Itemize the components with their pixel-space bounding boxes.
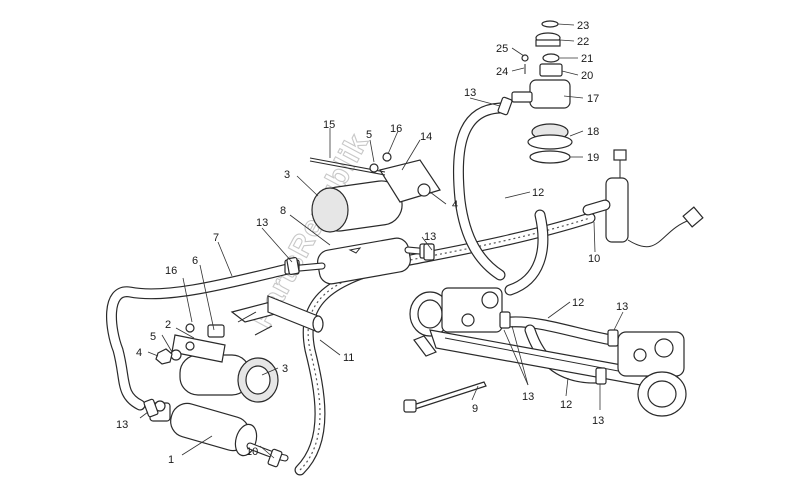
fuel-connector — [582, 149, 704, 248]
callout-2: 2 — [165, 319, 171, 331]
callout-21: 21 — [581, 53, 593, 65]
callout-labels: 1 2 3 3 4 4 5 5 6 7 8 9 10 10 11 12 12 1… — [116, 20, 628, 466]
callout-17: 17 — [587, 93, 599, 105]
callout-13-regulator: 13 — [464, 87, 476, 99]
callout-10-lower: 10 — [246, 446, 258, 458]
upper-filter-assembly — [309, 152, 441, 233]
callout-13-pump: 13 — [116, 419, 128, 431]
callout-3-lower: 3 — [282, 363, 288, 375]
hose-11 — [294, 212, 596, 476]
pressure-regulator — [511, 20, 573, 164]
hose-7 — [106, 262, 298, 411]
callout-13-rail-mid: 13 — [522, 391, 534, 403]
callout-1: 1 — [168, 454, 174, 466]
callout-3-upper: 3 — [284, 169, 290, 181]
leader-lines — [139, 23, 624, 459]
callout-18: 18 — [587, 126, 599, 138]
callout-5-lower: 5 — [150, 331, 156, 343]
callout-13-rail-right: 13 — [616, 301, 628, 313]
callout-11: 11 — [343, 352, 354, 364]
callout-14: 14 — [420, 131, 432, 143]
callout-22: 22 — [577, 36, 589, 48]
callout-12-low: 12 — [560, 399, 572, 411]
callout-24: 24 — [496, 66, 508, 78]
callout-7: 7 — [213, 232, 219, 244]
throttle-body-right — [617, 331, 687, 417]
cable-tie — [403, 381, 487, 413]
throttle-body-left — [409, 287, 503, 357]
callout-12-mid: 12 — [572, 297, 584, 309]
callout-5-upper: 5 — [366, 129, 372, 141]
callout-25: 25 — [496, 43, 508, 55]
callout-8: 8 — [280, 205, 286, 217]
callout-9: 9 — [472, 403, 478, 415]
fuel-pump — [149, 400, 289, 462]
callout-4-upper: 4 — [452, 199, 458, 211]
callout-6: 6 — [192, 255, 198, 267]
callout-20: 20 — [581, 70, 593, 82]
lower-filter-assembly — [171, 324, 279, 403]
callout-13-filter-in: 13 — [256, 217, 268, 229]
callout-13-filter-out: 13 — [424, 231, 436, 243]
callout-23: 23 — [577, 20, 589, 32]
callout-15: 15 — [323, 119, 335, 131]
callout-13-rail-low: 13 — [592, 415, 604, 427]
callout-10-right: 10 — [588, 253, 600, 265]
mounting-bracket — [230, 295, 324, 336]
callout-4-lower: 4 — [136, 347, 142, 359]
callout-16-upper: 16 — [390, 123, 402, 135]
callout-16-lower: 16 — [165, 265, 177, 277]
callout-19: 19 — [587, 152, 599, 164]
callout-12-top: 12 — [532, 187, 544, 199]
hose-12-top — [452, 102, 549, 296]
lower-fasteners — [155, 323, 195, 365]
hose-clamps — [143, 96, 619, 468]
